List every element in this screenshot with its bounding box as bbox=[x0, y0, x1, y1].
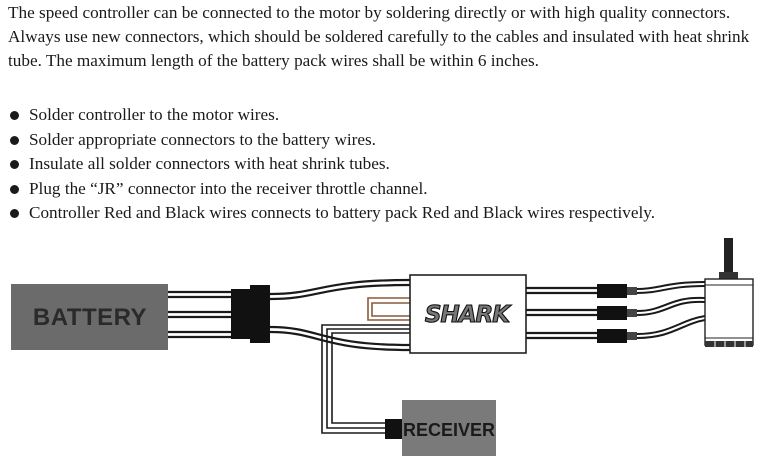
battery-connector bbox=[231, 285, 270, 343]
list-item: Plug the “JR” connector into the receive… bbox=[8, 177, 778, 202]
signal-wires bbox=[321, 297, 410, 434]
receiver-block bbox=[402, 400, 496, 456]
step-text: Solder appropriate connectors to the bat… bbox=[29, 129, 376, 149]
list-item: Insulate all solder connectors with heat… bbox=[8, 152, 778, 177]
motor-bullet-connectors bbox=[597, 284, 637, 343]
bullet-icon bbox=[10, 209, 19, 218]
motor bbox=[704, 238, 754, 347]
step-text: Solder controller to the motor wires. bbox=[29, 105, 280, 124]
step-text: Insulate all solder connectors with heat… bbox=[29, 154, 390, 173]
power-wires bbox=[269, 278, 411, 352]
instruction-list: Solder controller to the motor wires. So… bbox=[8, 103, 778, 226]
list-item: Solder controller to the motor wires. bbox=[8, 103, 778, 128]
step-text: Plug the “JR” connector into the receive… bbox=[29, 178, 428, 198]
bullet-icon bbox=[10, 160, 19, 169]
bullet-icon bbox=[10, 184, 19, 194]
intro-paragraph: The speed controller can be connected to… bbox=[8, 3, 750, 71]
jr-plug bbox=[385, 419, 403, 439]
battery-wires bbox=[168, 290, 232, 339]
list-item: Controller Red and Black wires connects … bbox=[8, 201, 778, 226]
step-text: Controller Red and Black wires connects … bbox=[29, 203, 656, 222]
controller-brand-logo: SHARK bbox=[425, 302, 512, 328]
speed-controller bbox=[409, 274, 527, 354]
bullet-icon bbox=[10, 111, 19, 120]
motor-lead-wires bbox=[526, 286, 598, 340]
receiver-label: RECEIVER bbox=[403, 420, 495, 440]
list-item: Solder appropriate connectors to the bat… bbox=[8, 128, 778, 153]
bullet-icon bbox=[10, 135, 19, 145]
battery-label: BATTERY bbox=[33, 304, 147, 331]
battery-block bbox=[11, 284, 168, 350]
motor-wires bbox=[636, 281, 706, 339]
